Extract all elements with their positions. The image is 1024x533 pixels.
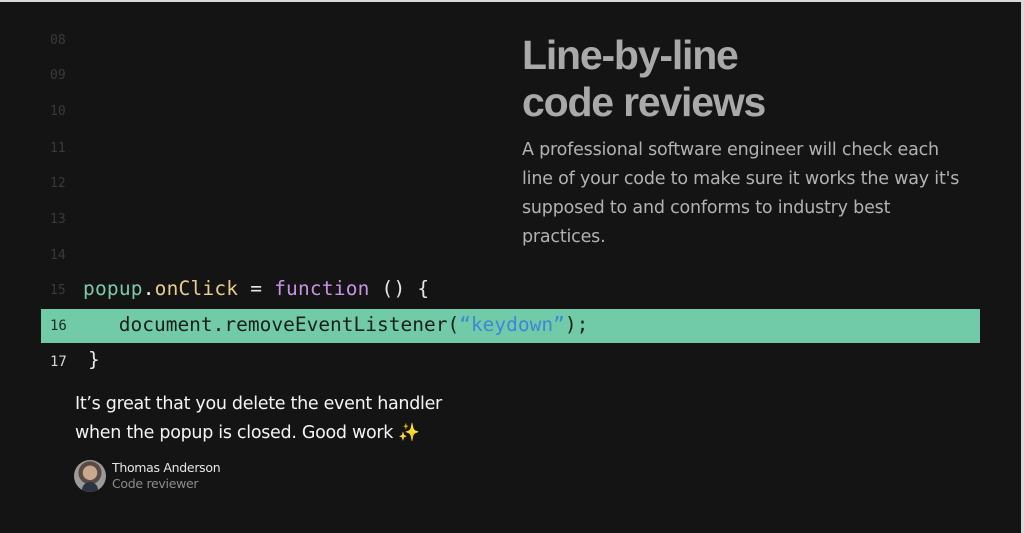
title-line-2: code reviews — [522, 79, 766, 125]
line-number: 11 — [50, 141, 66, 156]
token-dot: . — [142, 277, 155, 300]
line-number: 09 — [50, 68, 66, 83]
comment-line-1: It’s great that you delete the event han… — [75, 394, 442, 414]
token-object: popup — [83, 277, 143, 300]
token-string: “keydown” — [459, 313, 565, 336]
token-call: document.removeEventListener( — [107, 313, 460, 336]
token-assign: = — [238, 277, 275, 300]
reviewer-name: Thomas Anderson — [112, 460, 221, 475]
token-suffix: ); — [564, 313, 589, 336]
token-rest: () { — [369, 277, 430, 300]
code-line-15: popup.onClick = function () { — [83, 277, 429, 300]
review-comment: It’s great that you delete the event han… — [75, 390, 495, 448]
highlighted-code-line[interactable]: 16 document.removeEventListener(“keydown… — [41, 309, 980, 343]
page-title: Line-by-line code reviews — [522, 32, 766, 126]
line-number: 13 — [50, 212, 66, 227]
reviewer-card: Thomas Anderson Code reviewer — [74, 460, 221, 492]
code-line-16: document.removeEventListener(“keydown”); — [107, 313, 589, 336]
title-line-1: Line-by-line — [522, 32, 739, 78]
description: A professional software engineer will ch… — [522, 140, 960, 247]
line-number: 10 — [50, 104, 66, 119]
comment-line-2: when the popup is closed. Good work — [75, 423, 399, 443]
sparkles-icon: ✨ — [398, 423, 420, 443]
line-number-15: 15 — [50, 283, 66, 298]
reviewer-role: Code reviewer — [112, 476, 199, 491]
token-property: onClick — [154, 277, 239, 300]
line-number: 08 — [50, 33, 66, 48]
code-line-17: } — [88, 348, 100, 371]
line-number: 14 — [50, 248, 66, 263]
line-number-16: 16 — [50, 318, 67, 334]
line-number-17: 17 — [50, 354, 67, 370]
token-keyword: function — [274, 277, 370, 300]
line-number: 12 — [50, 176, 66, 191]
avatar — [74, 460, 106, 492]
